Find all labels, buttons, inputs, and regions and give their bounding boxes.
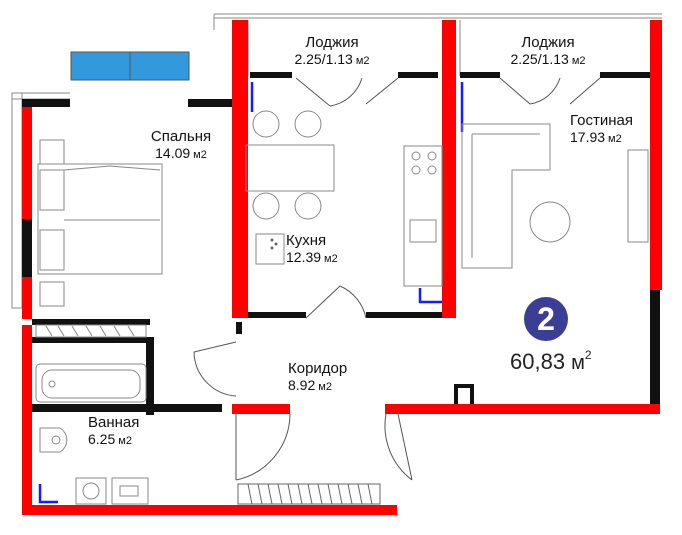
room-area: 17.93 <box>570 129 606 145</box>
room-area: 6.25 <box>88 431 116 447</box>
room-area: 2.25/1.13 <box>510 51 569 67</box>
window-hatch <box>237 483 381 505</box>
room-area: 14.09 <box>155 145 191 161</box>
room-name: Спальня <box>150 128 212 145</box>
room-unit: м2 <box>608 133 622 145</box>
ac-unit-icon <box>70 51 190 81</box>
room-name: Лоджия <box>305 34 359 51</box>
room-unit: м2 <box>193 149 207 161</box>
bed-icon <box>37 139 163 307</box>
total-area-unit: м <box>571 352 585 374</box>
room-unit: м2 <box>355 55 370 67</box>
doors <box>193 77 601 481</box>
room-name: Коридор <box>288 360 348 377</box>
total-area-value: 60,83 <box>510 349 566 374</box>
room-area: 12.39 <box>286 249 322 265</box>
washing-machine-icon <box>75 477 149 505</box>
total-area-unit-power: 2 <box>584 348 592 362</box>
room-name: Ванная <box>88 414 140 431</box>
room-unit: м2 <box>118 435 132 447</box>
wardrobe <box>35 324 147 338</box>
kitchen-table <box>245 110 335 265</box>
room-area: 2.25/1.13 <box>294 51 353 67</box>
room-unit: м2 <box>318 381 332 393</box>
riser-markers <box>38 82 464 504</box>
room-name: Кухня <box>286 232 327 249</box>
room-name: Лоджия <box>521 34 575 51</box>
partition-walls <box>22 72 660 415</box>
room-unit: м2 <box>324 253 338 265</box>
room-name: Гостиная <box>570 112 633 129</box>
kitchen-counter <box>403 145 443 287</box>
room-unit: м2 <box>571 55 586 67</box>
rooms-count-badge: 2 <box>524 297 568 341</box>
sofa-icon <box>461 123 649 269</box>
room-area: 8.92 <box>288 377 316 393</box>
stove-dots-icon <box>270 238 278 250</box>
toilet-icon <box>39 427 68 453</box>
bathtub-icon <box>35 363 147 403</box>
load-bearing-walls <box>22 20 662 515</box>
